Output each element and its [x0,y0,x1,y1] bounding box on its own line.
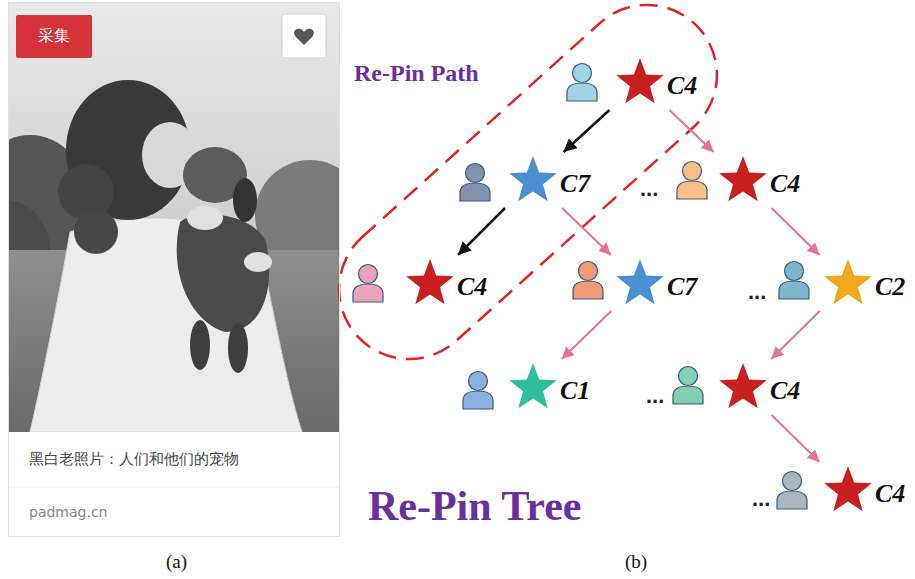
user-head [573,64,592,83]
star-shape [719,156,767,201]
repin-node: C2 [773,255,911,311]
star-shape [509,156,557,201]
ellipsis: ... [638,176,660,202]
star-shape [824,466,872,511]
user-head [783,472,802,491]
photo-puppy [233,178,257,222]
repin-node: C4 [667,359,806,415]
star-shape [616,259,664,304]
panel-label: (a) [164,551,189,573]
repin-node: C4 [771,462,911,518]
star-shape [406,259,454,304]
repin-node: C7 [454,152,596,208]
category-star [717,362,769,412]
ellipsis: ... [746,279,768,305]
ellipsis: ... [750,486,772,512]
category-star [822,258,874,308]
user-icon [774,469,810,511]
card-divider [9,487,339,488]
user-body [573,281,603,299]
star-shape [616,58,664,103]
user-head [679,367,698,386]
photo-hair [74,210,118,254]
category-star [717,155,769,205]
repin-node: C4 [347,255,493,311]
repin-path-arrow [458,208,505,255]
like-button [282,14,326,58]
photo-hair [58,164,114,220]
user-body [677,181,707,199]
collect-button: 采集 [16,15,92,58]
user-head [359,265,378,284]
repin-arrow [562,208,611,255]
photo-puppy [190,320,210,370]
star-shape [824,259,872,304]
star-shape [719,363,767,408]
category-label: C4 [457,274,490,300]
repin-node: C7 [567,255,703,311]
category-label: C4 [875,481,908,507]
path-outline [310,0,746,388]
ellipsis: ... [644,383,666,409]
pin-caption: 黑白老照片：人们和他们的宠物 [29,450,239,469]
user-head [466,164,485,183]
user-icon [350,262,386,304]
repin-arrow [669,110,713,152]
repin-path-arrow [564,110,610,152]
panel-label: (b) [623,551,649,573]
category-label: C4 [770,378,803,404]
user-head [683,162,702,181]
repin-arrow [771,311,819,359]
repin-arrow [772,208,820,255]
category-label: C7 [560,171,593,197]
user-icon [457,161,493,203]
path-title: Re-Pin Path [352,60,481,87]
category-label: C7 [667,274,700,300]
repin-arrow [562,311,611,359]
star-shape [509,363,557,408]
category-star [614,258,666,308]
heart-icon [294,29,314,45]
user-head [785,262,804,281]
photo-hand [187,206,223,230]
photo-puppy [177,214,269,332]
user-body [567,83,597,101]
category-label: C4 [770,171,803,197]
user-body [353,284,383,302]
user-body [777,491,807,509]
repin-node: C1 [457,359,596,415]
repin-node: C4 [561,54,703,110]
user-icon [460,369,496,411]
source-site: padmag.cn [29,504,107,520]
user-icon [570,259,606,301]
tree-title: Re-Pin Tree [366,482,583,530]
button-label: 采集 [38,26,70,47]
category-star [614,57,666,107]
category-star [822,465,874,515]
photo [9,3,339,432]
photo-puppy [228,323,248,373]
user-icon [564,61,600,103]
repin-arrow [772,415,820,462]
photo-hand [244,252,272,272]
category-label: C4 [667,73,700,99]
category-star [507,155,559,205]
user-body [463,391,493,409]
category-star [404,258,456,308]
user-head [469,372,488,391]
category-star [507,362,559,412]
user-icon [674,159,710,201]
user-body [673,386,703,404]
user-body [779,281,809,299]
pin-card: 黑白老照片：人们和他们的宠物 padmag.cn 采集 [8,2,340,537]
user-head [579,262,598,281]
user-icon [776,259,812,301]
repin-node: C4 [671,152,806,208]
category-label: C1 [560,378,593,404]
category-label: C2 [875,274,908,300]
user-icon [670,364,706,406]
user-body [460,183,490,201]
